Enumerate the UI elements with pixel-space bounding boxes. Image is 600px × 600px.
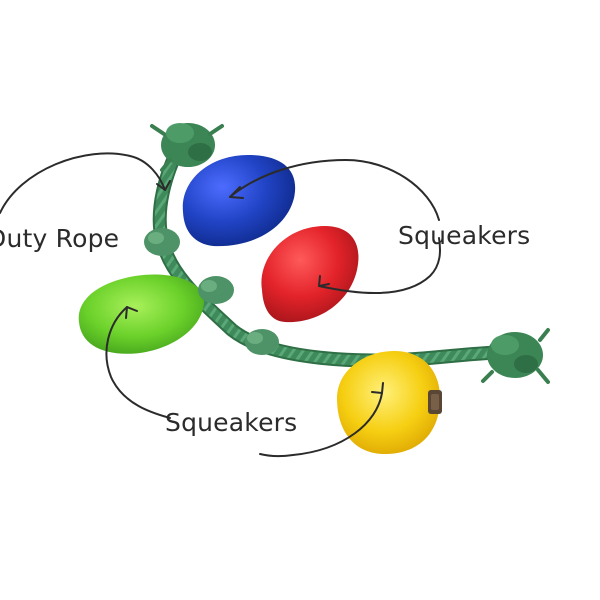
duty-rope-label: Duty Rope <box>0 224 120 253</box>
blue-bulb-arrow-line <box>229 159 440 221</box>
squeakers-label-bottom: Squeakers <box>165 408 298 437</box>
blue-bulb-arrowhead <box>229 186 244 199</box>
yellow-bulb-arrowhead <box>371 382 384 394</box>
bulb-cap <box>245 329 279 355</box>
right-rope-knot <box>481 328 550 384</box>
blue-bulb <box>182 155 296 247</box>
red-bulb-arrowhead <box>318 275 330 287</box>
green-bulb <box>78 274 205 354</box>
red-bulb-arrow-line <box>318 237 441 294</box>
annotation-arrows <box>0 152 441 458</box>
rope <box>152 138 522 368</box>
green-bulb-arrowhead <box>125 306 138 319</box>
rope-arrowhead <box>156 180 171 191</box>
yellow-bulb-arrow-line <box>259 392 383 458</box>
red-bulb <box>261 226 359 323</box>
rope-arrow-line <box>0 152 166 214</box>
top-rope-knot <box>150 123 224 172</box>
bulb-cap <box>198 276 234 304</box>
bulb-cap <box>144 228 180 256</box>
yellow-bulb <box>337 350 440 455</box>
green-bulb-arrow-line <box>105 306 171 419</box>
squeakers-label-right: Squeakers <box>398 221 531 250</box>
brand-tag <box>428 390 442 414</box>
